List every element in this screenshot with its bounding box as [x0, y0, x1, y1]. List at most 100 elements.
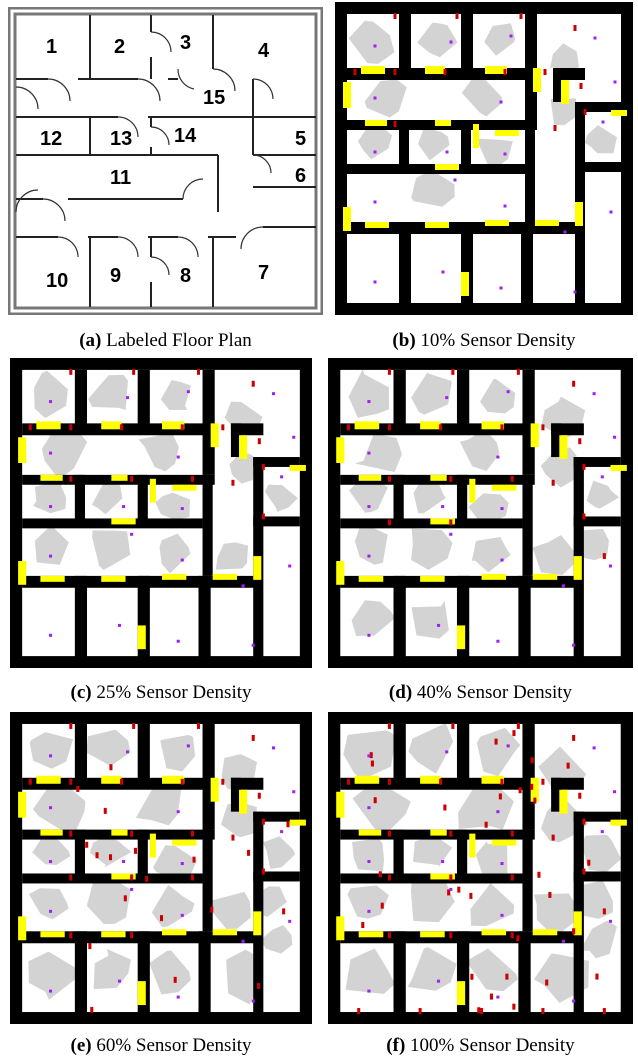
target-point — [186, 390, 190, 394]
sensor-marker — [602, 1008, 606, 1015]
wall — [74, 474, 85, 523]
sensor-marker — [393, 121, 397, 127]
sensor-marker — [130, 932, 134, 939]
target-point — [251, 999, 255, 1003]
sensor-marker — [261, 513, 265, 520]
sensor-marker — [494, 738, 498, 745]
coverage-area — [215, 542, 249, 570]
doorway — [430, 474, 447, 481]
coverage-area — [584, 125, 617, 154]
room-label-4: 4 — [258, 40, 270, 62]
doorway — [532, 573, 558, 580]
wall — [328, 656, 633, 668]
target-point — [367, 505, 371, 509]
coverage-area — [418, 127, 450, 161]
doorway — [336, 561, 345, 585]
target-point — [367, 633, 371, 637]
doorway — [101, 421, 122, 430]
sensor-marker — [533, 797, 537, 804]
target-point — [176, 810, 180, 814]
coverage-area — [413, 835, 453, 867]
sensor-marker — [595, 973, 599, 980]
caption-f-text: 100% Sensor Density — [410, 1035, 575, 1056]
sensor-marker — [221, 424, 225, 431]
caption-a-text: Labeled Floor Plan — [106, 330, 252, 351]
sensor-marker — [470, 973, 474, 980]
target-point — [600, 830, 604, 834]
sensor-marker — [455, 13, 459, 19]
caption-d-letter: (d) — [388, 682, 413, 703]
sensor-marker — [449, 932, 453, 939]
target-point — [121, 860, 126, 864]
sensor-marker — [572, 928, 576, 935]
coverage-area — [458, 781, 514, 830]
doorway — [491, 839, 517, 846]
wall — [456, 369, 470, 430]
panel-e-sensor-map — [10, 712, 312, 1024]
target-point — [500, 558, 504, 562]
doorway — [358, 575, 384, 582]
target-point — [292, 790, 296, 794]
doorway — [40, 931, 65, 938]
wall — [74, 829, 85, 878]
target-point — [437, 623, 441, 627]
room-label-12: 12 — [40, 128, 62, 150]
sensor-marker — [512, 1003, 516, 1010]
sensor-marker — [387, 830, 391, 837]
wall — [573, 516, 621, 527]
coverage-area — [138, 432, 179, 472]
room-label-10: 10 — [46, 270, 68, 292]
sensor-marker — [519, 13, 523, 19]
wall — [198, 931, 211, 1014]
target-point — [367, 400, 371, 404]
sensor-marker — [221, 778, 225, 785]
sensor-map-c — [10, 358, 312, 668]
sensor-marker — [545, 979, 549, 986]
wall — [551, 777, 584, 790]
doorway — [461, 272, 469, 296]
doorway — [573, 556, 582, 580]
wall — [573, 811, 621, 822]
doorway — [18, 437, 27, 463]
wall — [575, 102, 621, 112]
target-point — [437, 979, 441, 983]
wall — [518, 931, 531, 1014]
target-point — [49, 505, 53, 509]
coverage-area — [352, 838, 384, 872]
wall — [553, 68, 563, 102]
target-point — [126, 750, 130, 754]
doorway — [469, 478, 476, 503]
sensor-marker — [380, 902, 384, 909]
coverage-area — [540, 447, 577, 488]
target-point — [561, 584, 565, 588]
coverage-area — [88, 374, 128, 411]
target-point — [613, 80, 617, 84]
target-point — [453, 178, 457, 182]
wall — [137, 474, 148, 523]
doorway — [610, 464, 627, 471]
doorway — [361, 66, 385, 74]
target-point — [373, 280, 377, 284]
room-label-2: 2 — [114, 36, 125, 58]
sensor-marker — [541, 778, 545, 785]
doorway — [491, 484, 517, 491]
room-label-9: 9 — [110, 265, 121, 287]
sensor-marker — [582, 818, 586, 825]
target-point — [49, 451, 53, 455]
sensor-marker — [443, 69, 447, 75]
sensor-marker — [602, 908, 606, 915]
caption-a-letter: (a) — [79, 330, 102, 351]
plan-walls — [16, 15, 316, 307]
sensor-marker — [572, 380, 576, 387]
wall — [456, 829, 468, 878]
sensor-marker — [346, 778, 351, 785]
doorway — [40, 474, 63, 481]
coverage-area — [581, 834, 622, 873]
coverage-area — [579, 920, 617, 959]
sensor-marker — [582, 868, 586, 875]
target-point — [441, 270, 445, 274]
sensor-marker — [551, 834, 555, 841]
sensor-marker — [449, 519, 453, 526]
room-label-15: 15 — [203, 87, 225, 109]
sensor-marker — [518, 787, 522, 794]
